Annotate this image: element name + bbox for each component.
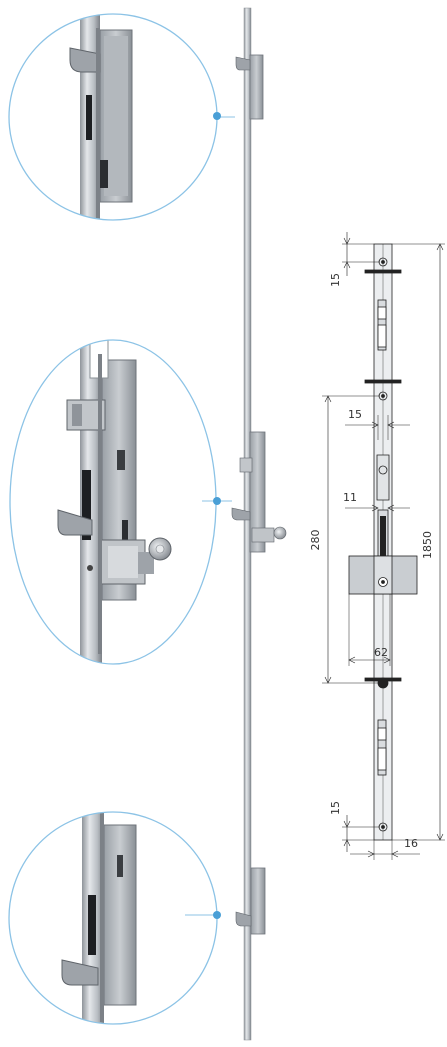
callout-main-lock — [9, 339, 232, 665]
dim-label-spacing-main: 280 — [309, 530, 322, 551]
dim-label-top-offset: 15 — [329, 273, 342, 287]
callout-dot-bottom — [213, 911, 221, 919]
callout-dot-top — [213, 112, 221, 120]
callout-top-hook-bolt — [8, 13, 235, 221]
callout-dot-main — [213, 497, 221, 505]
dim-label-bolt-offset: 15 — [348, 408, 362, 421]
callout-bottom-hook-bolt — [8, 811, 221, 1025]
dim-label-bottom-offset: 15 — [329, 801, 342, 815]
dim-label-faceplate-width: 16 — [404, 837, 418, 850]
hook-bolt-icon — [69, 47, 101, 73]
technical-drawing — [322, 232, 445, 860]
dim-label-backset: 62 — [374, 646, 388, 659]
dim-label-latch-offset: 11 — [343, 491, 357, 504]
dim-label-total-length: 1850 — [421, 531, 434, 559]
lock-bar-photo — [231, 7, 287, 1041]
